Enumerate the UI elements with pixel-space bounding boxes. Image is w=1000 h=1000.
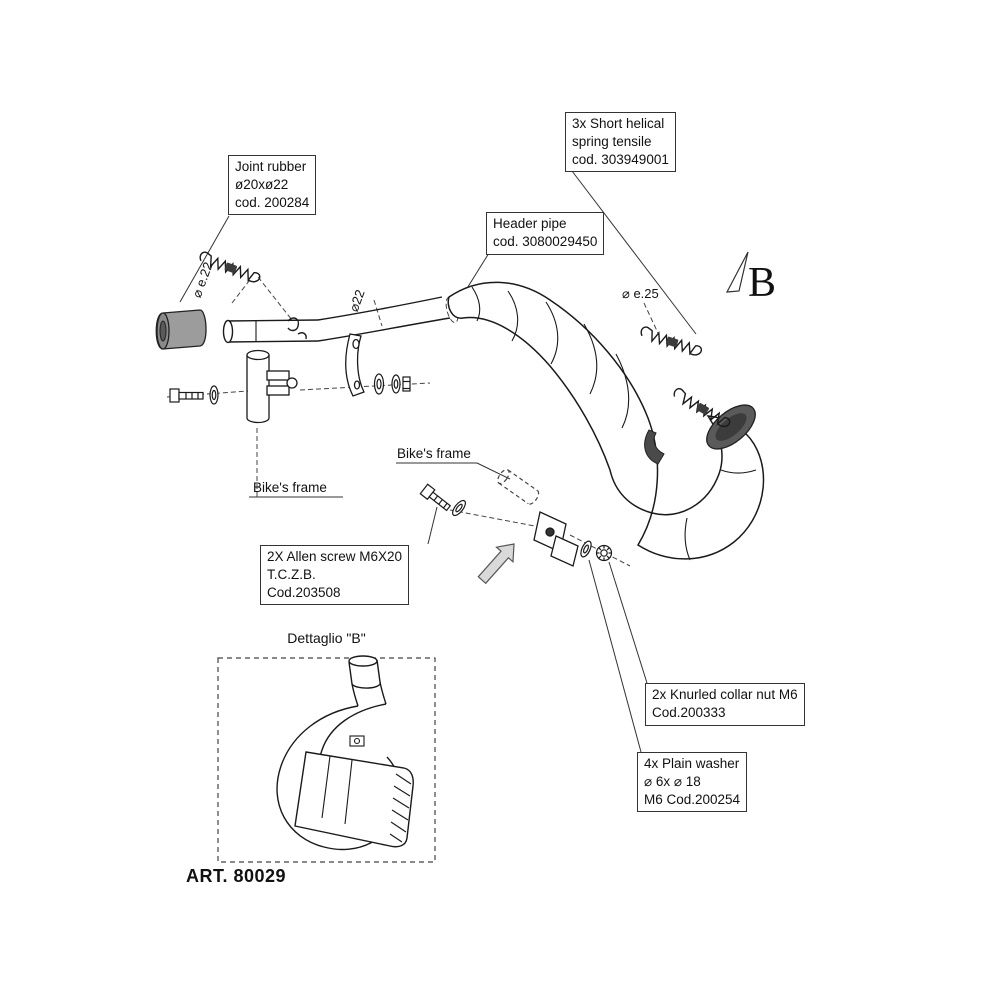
detail-letter-b: B [748,260,777,306]
callout-line: 3x Short helical [572,116,665,131]
callout-header-pipe: Header pipe cod. 3080029450 [486,212,605,255]
callout-line: 2X Allen screw M6X20 [267,549,403,564]
front-pipe-stub [222,317,319,344]
spring-latch [644,429,665,465]
callout-line: ⌀ 6x ⌀ 18 [644,773,701,789]
frame-clamp [246,349,298,424]
detail-b-arrow [725,251,749,293]
washer-front [209,385,219,405]
callout-line: cod. 200284 [235,194,310,210]
label-bikes-frame-left: Bike's frame [253,480,327,495]
detail-silencer [294,751,414,848]
washer-mid [452,499,466,517]
spring-hook [297,332,307,340]
tail-rubber-sleeve [706,404,756,450]
callout-helical-spring: 3x Short helical spring tensile cod. 303… [565,112,676,173]
callout-knurled-nut: 2x Knurled collar nut M6 Cod.200333 [645,683,805,726]
strap-washers [373,373,411,395]
knurled-nut-part [595,544,613,562]
frame-stub [497,469,540,505]
callout-plain-washer: 4x Plain washer ⌀ 6x ⌀ 18 M6 Cod.200254 [637,752,748,813]
art-number: ART. 80029 [186,866,287,886]
dim-rear-spring: ⌀ e.25 [622,286,659,301]
allen-screw-mid [419,483,452,512]
callout-line: 2x Knurled collar nut M6 [652,687,798,702]
label-bikes-frame-mid: Bike's frame [397,446,471,461]
weld-seams [471,286,757,561]
lower-bracket [533,511,579,567]
direction-arrow [477,543,515,585]
spring-hook [287,317,300,332]
joint-rubber-part [155,309,207,350]
callout-line: cod. 3080029450 [493,233,598,249]
mounting-strap [345,333,365,397]
callout-line: M6 Cod.200254 [644,791,741,807]
callout-line: Cod.200333 [652,704,726,720]
allen-screw-front [169,388,204,403]
detail-inset-drawing [276,655,414,851]
callout-line: cod. 303949001 [572,151,669,167]
callout-line: T.C.Z.B. [267,566,316,582]
callout-line: spring tensile [572,133,652,149]
detail-inset-box [217,657,436,863]
hex-nut [402,376,411,392]
washer-rear [580,540,592,558]
silencer-end-hatching [389,773,412,843]
callout-line: Joint rubber [235,159,307,174]
detail-caption: Dettaglio "B" [287,630,366,646]
callout-allen-screw: 2X Allen screw M6X20 T.C.Z.B. Cod.203508 [260,545,410,606]
callout-line: 4x Plain washer [644,756,740,771]
callout-joint-rubber: Joint rubber ø20xø22 cod. 200284 [228,155,317,216]
callout-line: ø20xø22 [235,176,289,192]
callout-line: Cod.203508 [267,584,341,600]
callout-line: Header pipe [493,216,567,231]
leader-lines [179,170,697,753]
header-pipe-part [317,296,451,342]
